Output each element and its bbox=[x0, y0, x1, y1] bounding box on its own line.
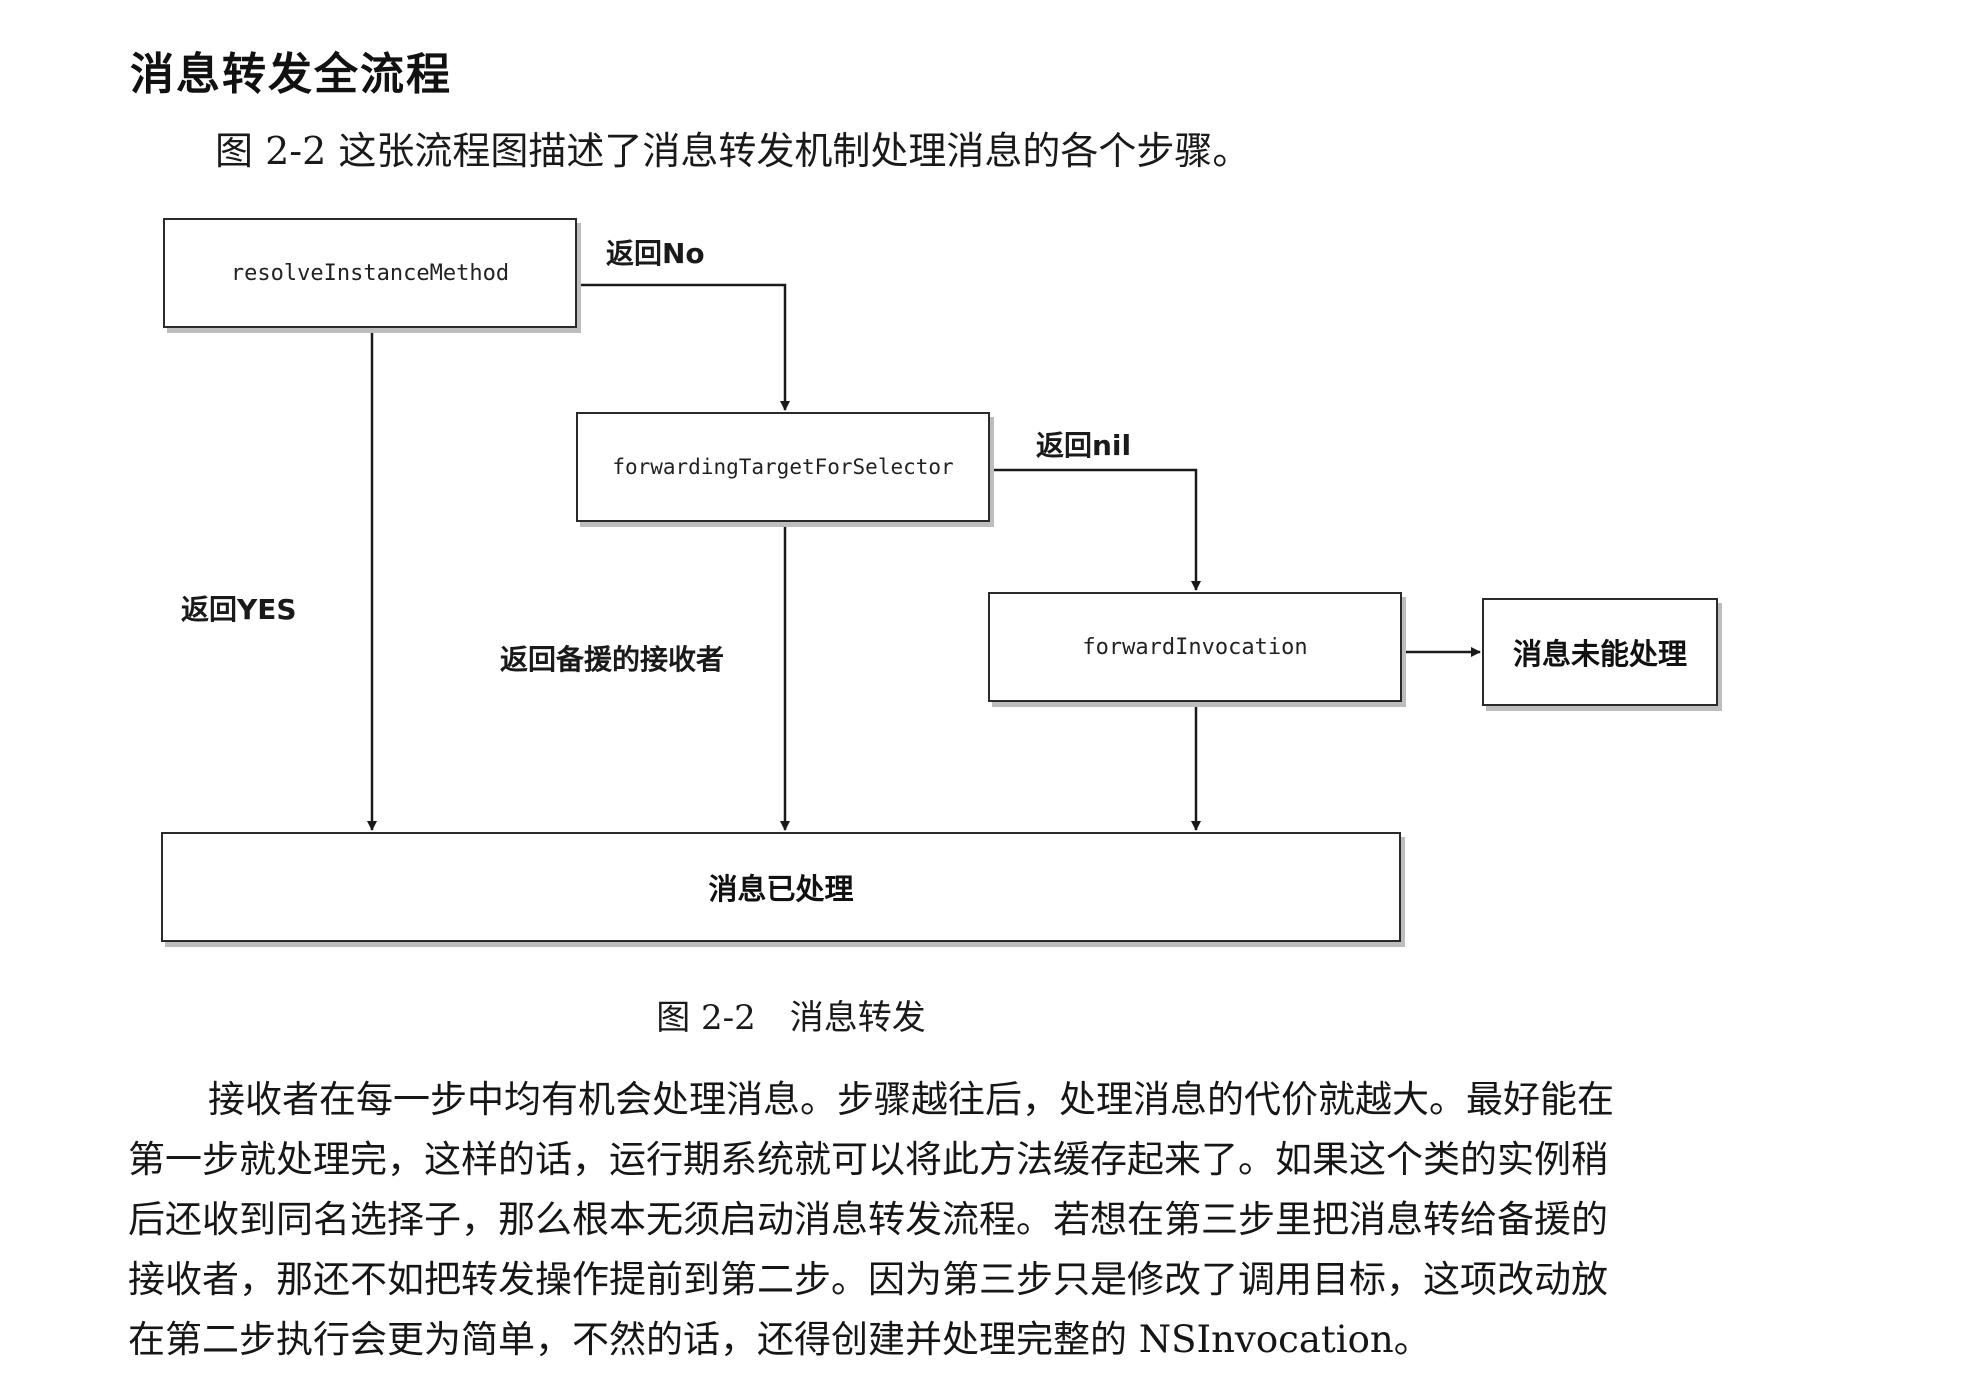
box-forwarding-target-for-selector: forwardingTargetForSelector bbox=[576, 412, 990, 522]
paragraph-line: 在第二步执行会更为简单，不然的话，还得创建并处理完整的 NSInvocation… bbox=[128, 1318, 1431, 1361]
label-return-yes: 返回YES bbox=[181, 593, 297, 626]
section-heading: 消息转发全流程 bbox=[130, 49, 452, 100]
figure-caption: 图 2-2 消息转发 bbox=[656, 998, 926, 1038]
paragraph-line: 接收者在每一步中均有机会处理消息。步骤越往后，处理消息的代价就越大。最好能在 bbox=[208, 1078, 1614, 1121]
edge-forwarding-target-to-forward-invocation bbox=[990, 468, 1201, 591]
box-forward-invocation: forwardInvocation bbox=[988, 592, 1402, 702]
body-paragraph: 接收者在每一步中均有机会处理消息。步骤越往后，处理消息的代价就越大。最好能在 第… bbox=[128, 1070, 1768, 1370]
paragraph-line: 接收者，那还不如把转发操作提前到第二步。因为第三步只是修改了调用目标，这项改动放 bbox=[128, 1258, 1608, 1301]
label-return-no: 返回No bbox=[606, 237, 705, 270]
box-resolve-instance-method: resolveInstanceMethod bbox=[163, 218, 577, 328]
paragraph-line: 第一步就处理完，这样的话，运行期系统就可以将此方法缓存起来了。如果这个类的实例稍 bbox=[128, 1138, 1608, 1181]
label-return-backup-receiver: 返回备援的接收者 bbox=[500, 643, 725, 676]
label-return-nil: 返回nil bbox=[1036, 429, 1132, 462]
paragraph-line: 后还收到同名选择子，那么根本无须启动消息转发流程。若想在第三步里把消息转给备援的 bbox=[128, 1198, 1608, 1241]
box-message-unhandled: 消息未能处理 bbox=[1482, 598, 1718, 706]
edge-resolve-to-forwarding-target bbox=[577, 283, 790, 411]
intro-text: 图 2-2 这张流程图描述了消息转发机制处理消息的各个步骤。 bbox=[215, 129, 1251, 173]
box-message-handled: 消息已处理 bbox=[161, 832, 1401, 942]
